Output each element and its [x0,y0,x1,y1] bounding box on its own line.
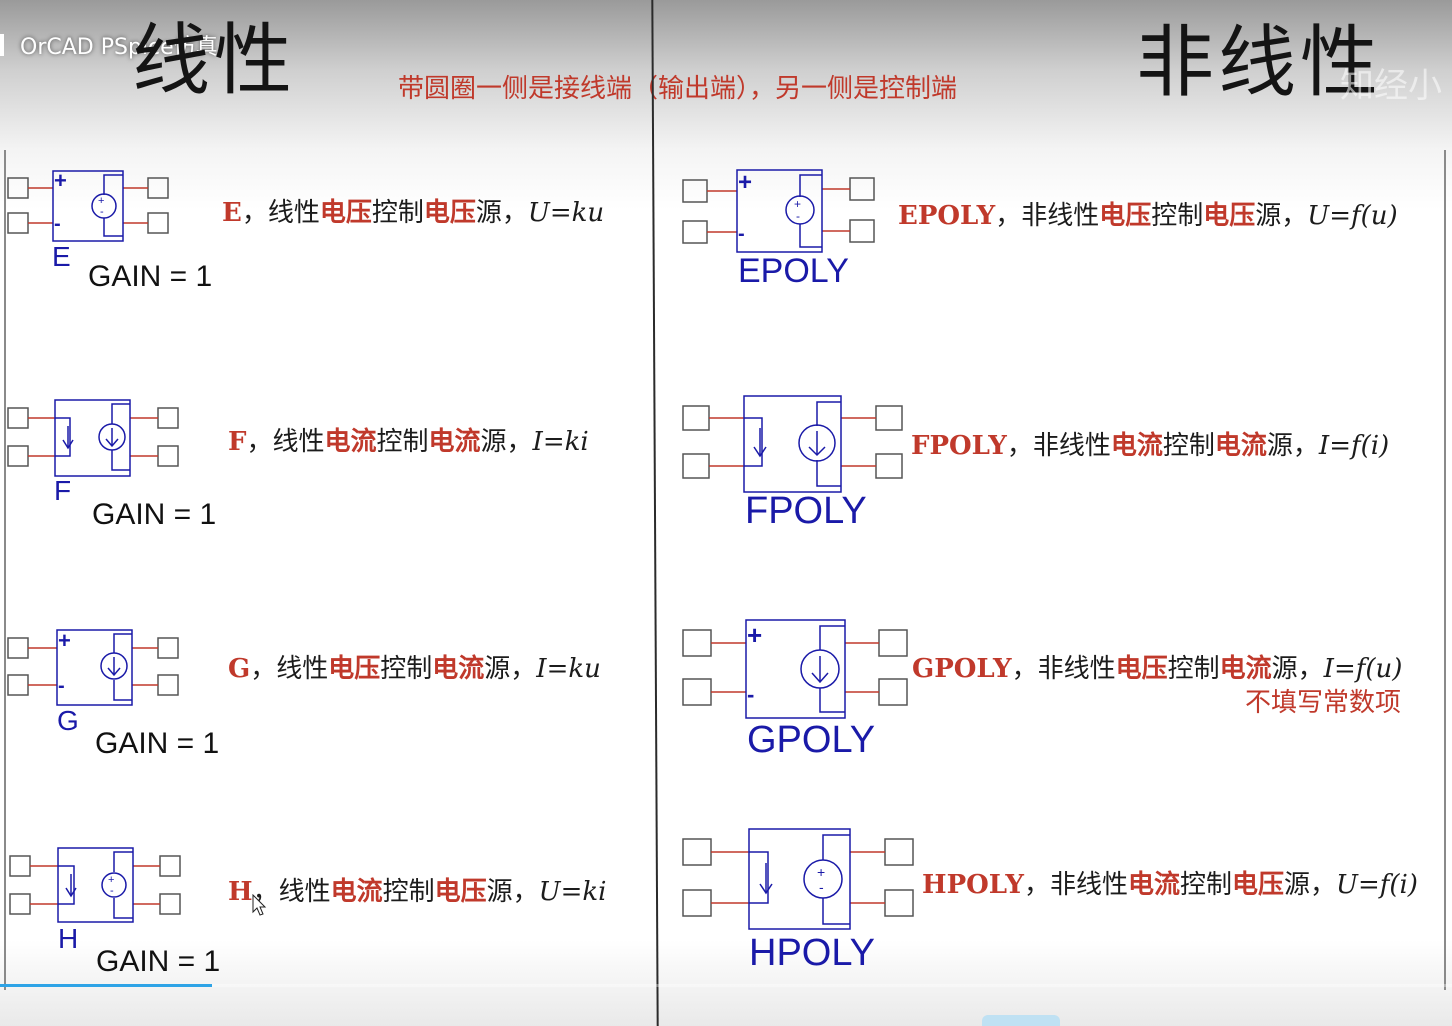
gain-label: GAIN = 1 [95,727,219,760]
minus-terminal: - [747,682,754,707]
minus-sign: - [796,209,800,223]
desc-gpoly: GPOLY，非线性电压控制电流源，I=f(u) [912,654,1403,684]
symbol-name: H [58,923,78,954]
desc-epoly: EPOLY，非线性电压控制电压源，U=f(u) [898,201,1398,231]
desc-h: H，线性电流控制电压源，U=ki [228,877,607,907]
plus-terminal: + [58,628,71,653]
symbol-f[interactable]: F GAIN = 1 [0,390,240,540]
gpoly-note: 不填写常数项 [1245,688,1402,718]
title-bar-marker [0,34,4,56]
symbol-name: F [54,475,71,506]
minus-sign: - [110,885,114,897]
plus-sign: + [794,197,801,211]
desc-f: F，线性电流控制电流源，I=ki [228,427,589,457]
center-divider [651,0,659,1026]
symbol-hpoly[interactable]: + - HPOLY [680,822,920,977]
desc-g: G，线性电压控制电流源，I=ku [228,654,601,684]
plus-sign: + [98,195,104,207]
video-title: OrCAD PSpice仿真 [0,30,218,60]
plus-terminal: + [738,169,752,196]
symbol-e[interactable]: + - + - E GAIN = 1 [0,160,230,300]
minus-terminal: - [54,213,61,235]
symbol-name: FPOLY [745,490,867,532]
symbol-name: HPOLY [749,932,875,974]
video-title-text: OrCAD PSpice仿真 [20,35,218,60]
minus-sign: - [819,879,824,895]
heading-nonlinear: 非线性 [1136,18,1383,108]
video-progress-fill[interactable] [0,984,212,987]
video-progress-track[interactable] [0,984,1452,987]
symbol-name: GPOLY [747,719,875,761]
desc-fpoly: FPOLY，非线性电流控制电流源，I=f(i) [911,431,1390,461]
desc-e: E，线性电压控制电压源，U=ku [222,198,605,228]
plus-terminal: + [54,168,67,193]
symbol-name: E [52,241,71,272]
scroll-thumb[interactable] [982,1015,1060,1026]
gain-label: GAIN = 1 [88,260,212,293]
symbol-name: G [57,705,79,736]
desc-hpoly: HPOLY，非线性电流控制电压源，U=f(i) [922,870,1418,900]
subtitle: 带圆圈一侧是接线端（输出端），另一侧是控制端 [398,74,958,104]
symbol-gpoly[interactable]: + - GPOLY [680,612,915,761]
right-border [1444,150,1446,990]
plus-terminal: + [747,620,762,650]
gain-label: GAIN = 1 [96,945,220,978]
mouse-cursor-icon [252,894,267,916]
plus-sign: + [108,874,114,886]
minus-terminal: - [738,223,745,245]
watermark: 知经小 [1340,66,1442,106]
gain-label: GAIN = 1 [92,498,216,531]
symbol-name: EPOLY [738,252,849,290]
symbol-h[interactable]: + - H GAIN = 1 [0,840,240,980]
minus-terminal: - [58,675,65,697]
minus-sign: - [100,206,104,218]
symbol-g[interactable]: + - G GAIN = 1 [0,620,240,765]
symbol-fpoly[interactable]: FPOLY [680,390,910,535]
left-border [4,150,6,990]
heading-linear: 线性 [132,16,297,106]
plus-sign: + [817,864,825,880]
symbol-epoly[interactable]: + - + - EPOLY [680,160,900,295]
